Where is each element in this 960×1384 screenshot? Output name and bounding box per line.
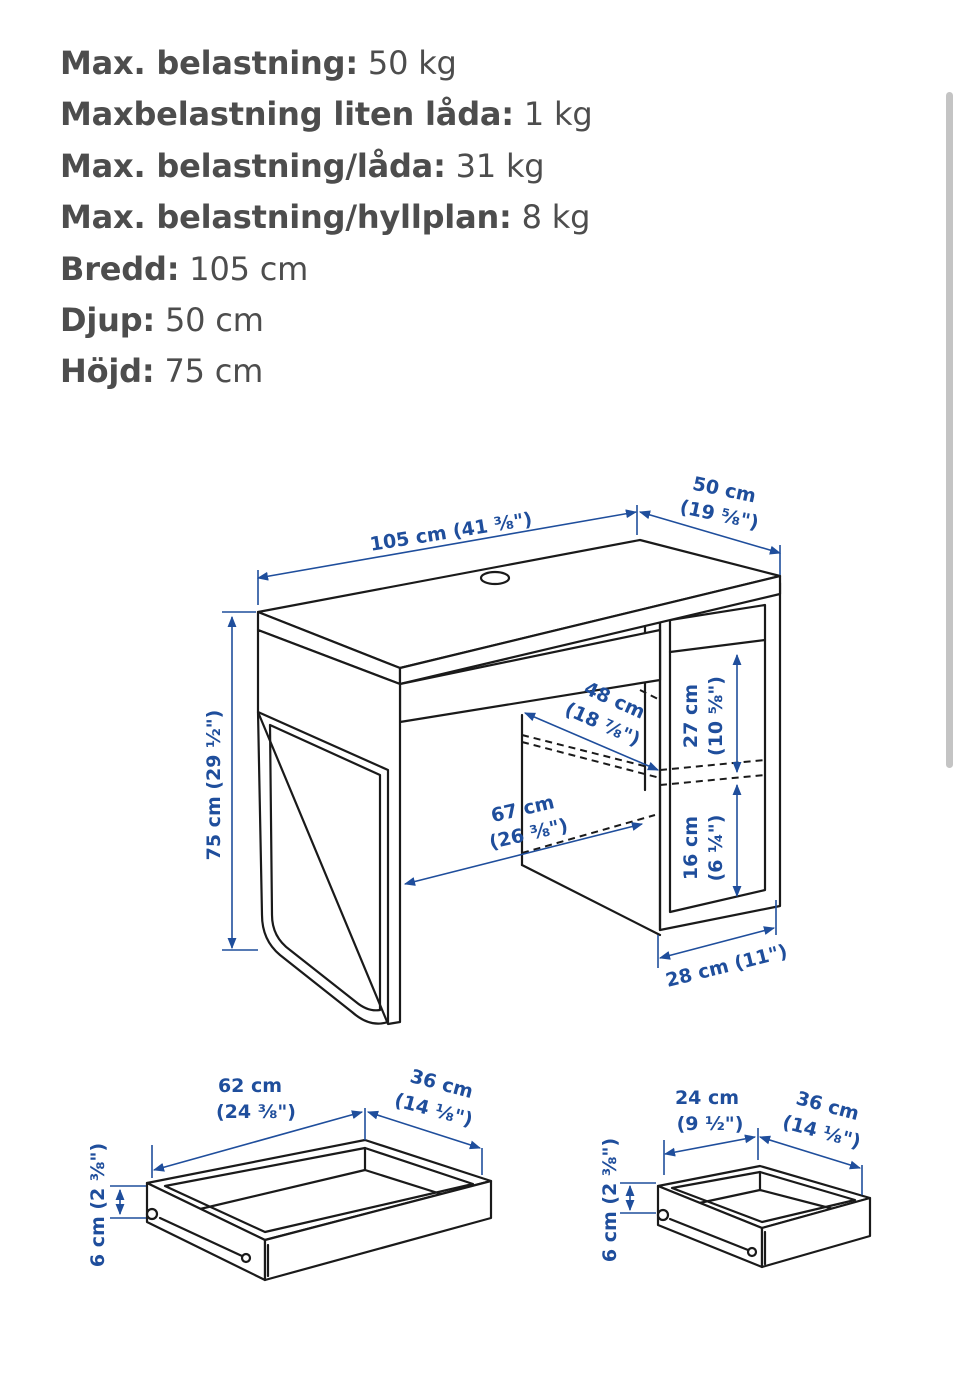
spec-row-height: Höjd: 75 cm <box>60 346 592 397</box>
dim-desk-height: 75 cm (29 ½") <box>203 710 225 861</box>
dim-big-drawer-width-in: (24 ⅜") <box>216 1101 296 1123</box>
spec-label: Höjd: <box>60 352 155 391</box>
small-drawer-illustration <box>656 1164 872 1269</box>
dim-big-drawer-width-cm: 62 cm <box>218 1075 282 1097</box>
spec-row-depth: Djup: 50 cm <box>60 295 592 346</box>
dim-lower-height-cm: 16 cm <box>680 816 702 880</box>
spec-value: 8 kg <box>521 198 591 237</box>
desk-illustration <box>256 538 782 1026</box>
dim-small-drawer-height: 6 cm (2 ⅜") <box>599 1138 621 1262</box>
spec-value: 50 kg <box>367 44 457 82</box>
dim-small-drawer-width-cm: 24 cm <box>675 1087 739 1109</box>
spec-list: Max. belastning: 50 kg Maxbelastning lit… <box>60 38 593 398</box>
spec-value: 75 cm <box>164 352 264 391</box>
spec-label: Maxbelastning liten låda: <box>60 95 514 134</box>
spec-row-small-drawer-load: Maxbelastning liten låda: 1 kg <box>60 89 593 140</box>
spec-value: 50 cm <box>165 301 264 340</box>
dim-side-width: 28 cm (11") <box>664 940 790 991</box>
dim-upper-height-in: (10 ⅝") <box>705 676 727 756</box>
spec-row-drawer-load: Max. belastning/låda: 31 kg <box>60 141 592 192</box>
spec-row-shelf-load: Max. belastning/hyllplan: 8 kg <box>60 192 592 243</box>
spec-label: Max. belastning: <box>60 44 358 82</box>
dim-upper-height-cm: 27 cm <box>680 684 702 748</box>
spec-label: Djup: <box>60 301 156 340</box>
big-drawer-illustration <box>145 1138 493 1282</box>
dim-small-drawer-width-in: (9 ½") <box>677 1113 744 1135</box>
dim-lower-height-in: (6 ¼") <box>705 815 727 882</box>
spec-row-width: Bredd: 105 cm <box>60 244 592 295</box>
spec-label: Max. belastning/hyllplan: <box>60 198 512 237</box>
spec-value: 31 kg <box>455 146 545 185</box>
spec-row-max-load: Max. belastning: 50 kg <box>60 38 592 89</box>
spec-value: 1 kg <box>523 95 593 134</box>
scrollbar-thumb[interactable] <box>946 92 953 768</box>
dim-desk-width: 105 cm (41 ⅜") <box>368 508 533 555</box>
spec-label: Bredd: <box>60 249 180 288</box>
spec-label: Max. belastning/låda: <box>60 146 446 185</box>
spec-value: 105 cm <box>189 249 309 288</box>
dim-big-drawer-height: 6 cm (2 ⅜") <box>87 1143 109 1267</box>
